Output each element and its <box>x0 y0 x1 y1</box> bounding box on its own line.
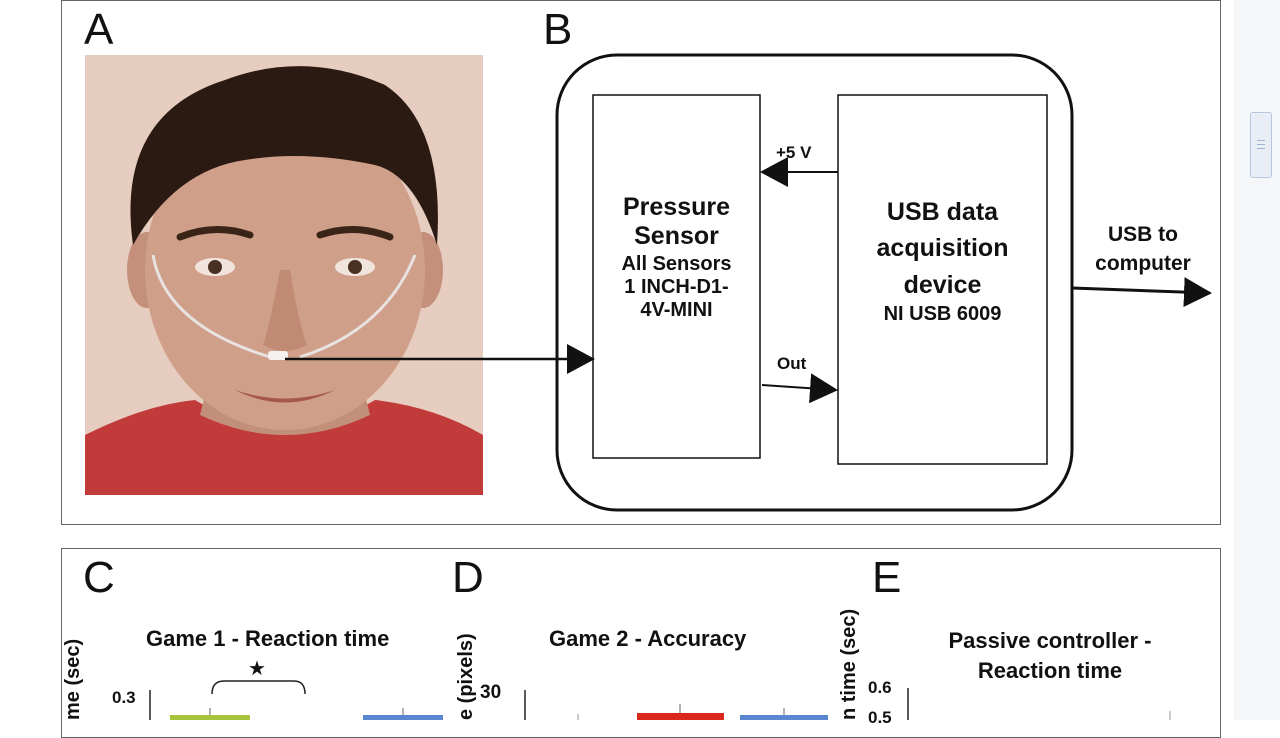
shirt <box>85 400 483 495</box>
usb-line2: computer <box>1095 252 1191 276</box>
panel-d-title: Game 2 - Accuracy <box>549 626 747 651</box>
block-diagram <box>285 53 1212 512</box>
panel-d-tick-top: 30 <box>480 682 502 703</box>
panel-c-significance-bracket <box>211 680 306 695</box>
sensor-line4: 1 INCH-D1- <box>624 275 729 298</box>
left-eyebrow <box>176 225 254 241</box>
daq-label: USB data acquisition device NI USB 6009 <box>838 194 1047 325</box>
nasal-cannula-tip <box>268 351 288 360</box>
panel-c-bar-1 <box>170 715 250 720</box>
panel-d-bar-2 <box>740 715 828 720</box>
daq-line3: device <box>903 270 982 299</box>
sensor-line5: 4V-MINI <box>640 298 713 321</box>
bottom-charts <box>149 680 1171 720</box>
mouth <box>235 390 335 403</box>
panel-b-letter: B <box>543 5 573 54</box>
out-label: Out <box>777 354 807 373</box>
scrollbar-grip-line <box>1257 148 1265 149</box>
nasal-cannula-tube <box>151 254 417 359</box>
panel-c-title: Game 1 - Reaction time <box>146 626 390 651</box>
bottom-figure-box <box>61 548 1221 738</box>
daq-line2: acquisition <box>876 234 1009 263</box>
system-enclosure <box>555 53 1074 512</box>
daq-box <box>837 94 1048 465</box>
panel-e-letter: E <box>872 553 902 602</box>
panel-a-letter: A <box>84 5 114 54</box>
usb-line1: USB to <box>1108 223 1178 246</box>
panel-c-bar-2 <box>363 715 443 720</box>
panel-c-letter: C <box>83 553 115 602</box>
panel-d-letter: D <box>452 553 484 602</box>
panel-e-title: Passive controller - Reaction time <box>905 626 1195 685</box>
power-label: +5 V <box>776 143 812 162</box>
panel-e-title-line2: Reaction time <box>977 657 1123 683</box>
out-arrow <box>761 373 838 404</box>
nose <box>263 270 307 351</box>
usb-arrow <box>1071 277 1212 308</box>
scrollbar-thumb[interactable] <box>1250 112 1272 178</box>
daq-line4: NI USB 6009 <box>883 302 1002 325</box>
panel-e-tick-top: 0.6 <box>868 678 892 697</box>
scrollbar-grip-line <box>1257 144 1265 145</box>
pressure-sensor-box <box>592 94 761 459</box>
right-eyebrow <box>316 225 394 241</box>
scrollbar-grip-line <box>1257 140 1265 141</box>
usb-label: USB to computer <box>1078 220 1208 279</box>
sensor-label: Pressure Sensor All Sensors 1 INCH-D1- 4… <box>593 193 760 322</box>
daq-line1: USB data <box>886 198 999 226</box>
sensor-title-line1: Pressure <box>622 193 731 221</box>
panel-c-significance: ★ <box>248 658 266 680</box>
panel-c-tick-top: 0.3 <box>112 688 136 707</box>
hair <box>130 66 438 246</box>
scrollbar-track[interactable] <box>1234 0 1280 720</box>
panel-e-title-line1: Passive controller - <box>948 628 1152 653</box>
panel-d-bar-1 <box>637 713 724 720</box>
sensor-title-line2: Sensor <box>634 221 719 250</box>
participant-photo <box>85 55 483 495</box>
sensor-line3: All Sensors <box>621 252 732 275</box>
